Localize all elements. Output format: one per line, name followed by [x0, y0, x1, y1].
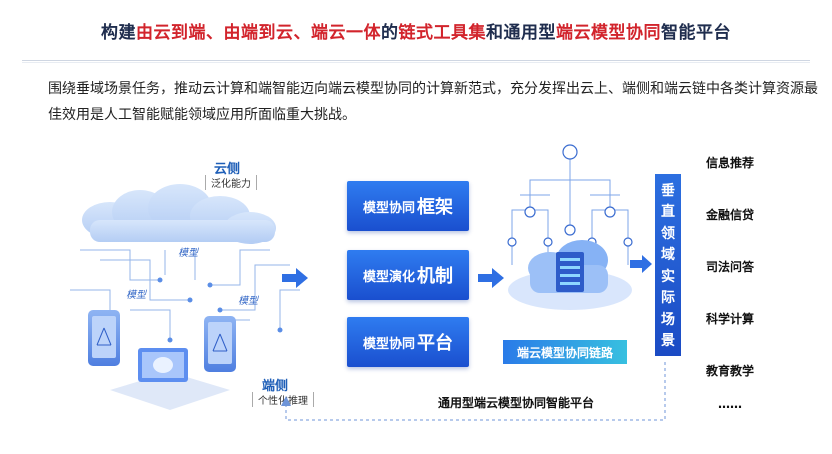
title-highlight-2: 链式工具集: [398, 23, 486, 43]
title-highlight-3: 端云模型协同: [556, 23, 661, 43]
circuit-lines: [70, 248, 300, 350]
arrow-right-icon: [630, 255, 652, 273]
feedback-loop-line: [281, 360, 666, 421]
page-title: 构建由云到端、由端到云、端云一体的链式工具集和通用型端云模型协同智能平台: [0, 18, 832, 43]
box-small-text: 模型演化: [362, 269, 415, 285]
vbar-char: 直: [661, 204, 675, 221]
scenario-item: 科学计算: [705, 312, 754, 326]
cloud-side-label: 云侧: [214, 162, 241, 177]
vbar-char: 域: [661, 247, 675, 264]
chain-link-label: 端云模型协同链路: [503, 340, 627, 364]
network-node-icon: [507, 144, 633, 247]
circuit-nodes: [107, 277, 283, 353]
phone-left: [88, 310, 120, 366]
box-small-text: 模型协同: [362, 200, 415, 216]
server-cloud-icon: [508, 240, 632, 310]
vbar-char: 实: [661, 268, 675, 285]
vbar-char: 场: [661, 311, 675, 328]
cloud-cluster: [82, 184, 276, 244]
platform-label: 通用型端云模型协同智能平台: [438, 396, 595, 410]
scenario-ellipsis: ……: [718, 397, 742, 411]
vbar-char: 垂: [661, 182, 675, 199]
scenario-item: 信息推荐: [705, 156, 754, 170]
model-tag-2: 模型: [126, 289, 148, 301]
title-prefix: 构建: [101, 23, 136, 43]
model-tag-1: 模型: [178, 247, 200, 259]
cloud-edge-illustration: 模型 模型 模型: [70, 184, 300, 410]
collab-platform-box: 模型协同平台: [347, 317, 469, 367]
box-big-text: 框架: [417, 197, 453, 218]
vertical-domain-scenarios-bar: 垂 直 领 域 实 际 场 景: [655, 174, 681, 356]
title-mid-1: 的: [381, 23, 399, 43]
scenario-item: 金融信贷: [705, 208, 754, 222]
vbar-char: 领: [661, 225, 675, 242]
phone-right: [204, 316, 236, 372]
box-big-text: 机制: [417, 266, 453, 287]
title-mid-2: 和通用型: [486, 23, 556, 43]
cloud-side-sublabel: 泛化能力: [205, 175, 257, 190]
edge-device: [110, 348, 230, 410]
edge-side-sublabel: 个性化推理: [252, 392, 314, 407]
intro-paragraph: 围绕垂域场景任务，推动云计算和端智能迈向端云模型协同的计算新范式，充分发挥出云上…: [48, 81, 818, 123]
model-tag-3: 模型: [238, 295, 260, 307]
vbar-char: 景: [661, 333, 675, 350]
scenario-item: 司法问答: [705, 260, 754, 274]
arrow-right-icon: [478, 268, 504, 288]
title-suffix: 智能平台: [661, 23, 731, 43]
title-highlight-1: 由云到端、由端到云、端云一体: [136, 23, 381, 43]
network-tree-illustration: [507, 144, 633, 310]
title-divider-shadow: [22, 62, 810, 63]
collab-framework-box: 模型协同框架: [347, 181, 469, 231]
vbar-char: 际: [661, 290, 675, 307]
box-big-text: 平台: [417, 333, 453, 354]
scenario-item: 教育教学: [705, 364, 754, 378]
evolution-mechanism-box: 模型演化机制: [347, 250, 469, 300]
box-small-text: 模型协同: [362, 336, 415, 352]
title-divider: [22, 60, 810, 61]
edge-side-label: 端侧: [262, 379, 289, 394]
arrow-right-icon: [282, 268, 308, 288]
